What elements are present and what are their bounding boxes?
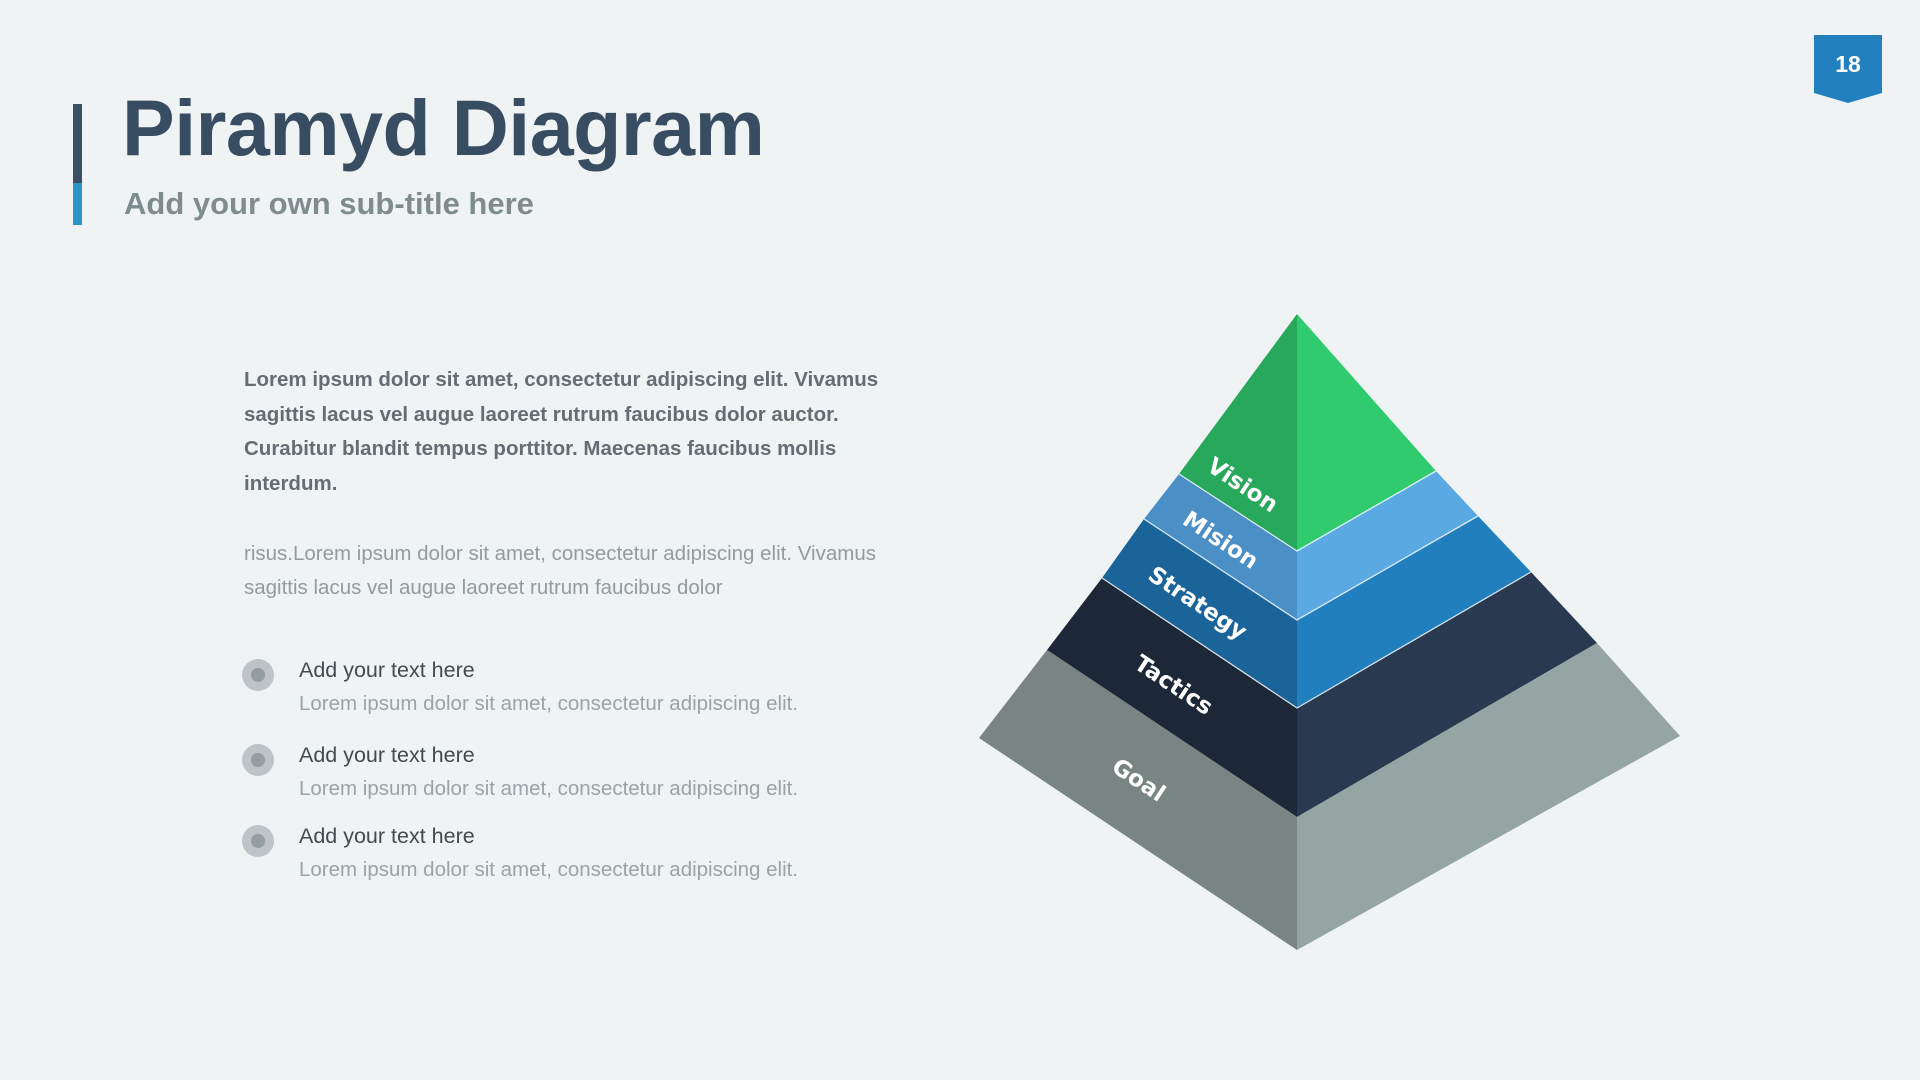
- pyramid-face-right: [1297, 314, 1436, 551]
- pyramid-separator: [1143, 515, 1479, 621]
- list-item-title: Add your text here: [299, 743, 475, 767]
- bullet-circle-icon: [242, 744, 274, 776]
- list-item-description: Lorem ipsum dolor sit amet, consectetur …: [299, 692, 799, 715]
- pyramid-level-vision: [1179, 314, 1436, 551]
- title-accent-bar-dark: [73, 104, 82, 183]
- bullet-circle-icon: [242, 825, 274, 857]
- pyramid-level-mision: [1144, 471, 1478, 620]
- list-item: Add your text here Lorem ipsum dolor sit…: [240, 822, 940, 892]
- page-number-badge: 18: [1814, 35, 1882, 103]
- pyramid-separator: [1178, 470, 1437, 552]
- pyramid-level-tactics: [1047, 572, 1597, 817]
- body-paragraph: risus.Lorem ipsum dolor sit amet, consec…: [244, 542, 876, 599]
- pyramid-face-left: [979, 650, 1297, 950]
- pyramid-face-left: [1047, 578, 1297, 817]
- list-item-title: Add your text here: [299, 824, 475, 848]
- slide-subtitle: Add your own sub-title here: [124, 186, 534, 221]
- slide-title: Piramyd Diagram: [122, 83, 765, 172]
- pyramid-level-strategy: [1102, 516, 1531, 708]
- pyramid-face-right: [1297, 643, 1680, 950]
- pyramid-separator: [1101, 571, 1532, 709]
- lead-paragraph: Lorem ipsum dolor sit amet, consectetur …: [244, 368, 879, 495]
- pyramid-face-right: [1297, 471, 1478, 620]
- pyramid-face-left: [1102, 519, 1297, 708]
- list-item: Add your text here Lorem ipsum dolor sit…: [240, 656, 940, 726]
- page-number: 18: [1835, 51, 1861, 77]
- pyramid-face-right: [1297, 516, 1531, 708]
- bullet-circle-icon: [242, 659, 274, 691]
- list-item-description: Lorem ipsum dolor sit amet, consectetur …: [299, 777, 799, 800]
- bookmark-ribbon-icon: [1814, 35, 1882, 103]
- pyramid-face-left: [1179, 314, 1297, 551]
- list-item: Add your text here Lorem ipsum dolor sit…: [240, 741, 940, 811]
- pyramid-face-right: [1297, 572, 1597, 817]
- pyramid-level-goal: [979, 643, 1680, 950]
- pyramid-face-left: [1144, 474, 1297, 620]
- title-accent-bar-blue: [73, 183, 82, 225]
- list-item-description: Lorem ipsum dolor sit amet, consectetur …: [299, 858, 799, 881]
- list-item-title: Add your text here: [299, 658, 475, 682]
